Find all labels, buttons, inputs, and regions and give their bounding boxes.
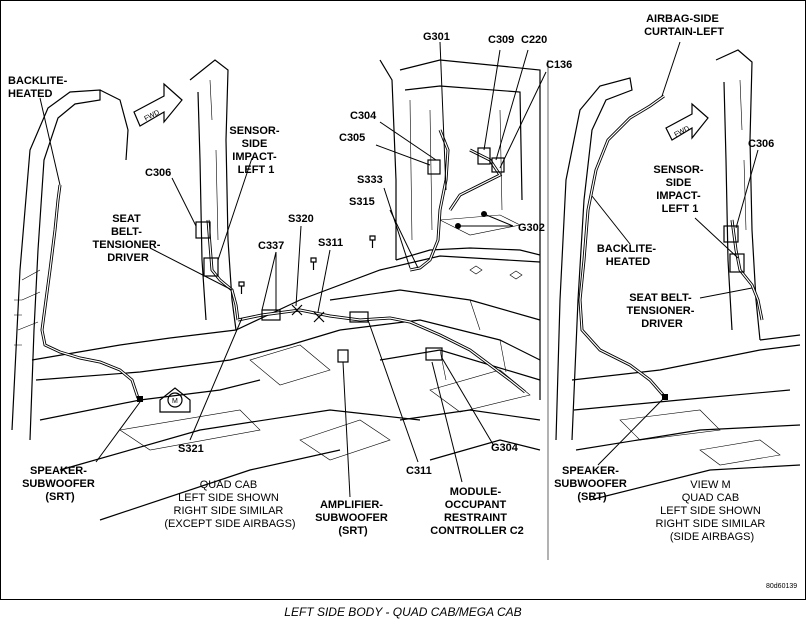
label-g302: G302 xyxy=(518,222,545,234)
left-labels: BACKLITE- HEATED SENSOR- SIDE IMPACT- LE… xyxy=(8,31,572,537)
label-c306-right: C306 xyxy=(748,138,774,150)
label-amplifier-subwoofer: AMPLIFIER- SUBWOOFER (SRT) xyxy=(315,499,391,537)
label-c306: C306 xyxy=(145,167,171,179)
label-c305: C305 xyxy=(339,132,365,144)
label-module-occupant-restraint: MODULE- OCCUPANT RESTRAINT CONTROLLER C2 xyxy=(430,486,524,537)
right-body-structure: FWD xyxy=(555,49,801,501)
label-c304: C304 xyxy=(350,110,377,122)
fwd-label: FWD xyxy=(143,109,160,123)
fwd-label-right: FWD xyxy=(673,125,690,139)
right-harnesses xyxy=(578,94,764,400)
motor-symbol: M xyxy=(172,398,178,405)
label-sensor-side-impact-right: SENSOR- SIDE IMPACT- LEFT 1 xyxy=(653,164,706,215)
motor-icon: M xyxy=(159,387,191,413)
label-airbag-side-curtain: AIRBAG-SIDE CURTAIN-LEFT xyxy=(644,13,724,38)
label-c337: C337 xyxy=(258,240,284,252)
label-g301: G301 xyxy=(423,31,450,43)
label-c311: C311 xyxy=(406,465,432,477)
label-g304: G304 xyxy=(491,442,519,454)
right-leaders xyxy=(591,41,759,466)
label-s320: S320 xyxy=(288,213,314,225)
note-view-m: VIEW M QUAD CAB LEFT SIDE SHOWN RIGHT SI… xyxy=(656,479,769,543)
note-quad-cab-left: QUAD CAB LEFT SIDE SHOWN RIGHT SIDE SIMI… xyxy=(164,479,295,530)
figure-caption: LEFT SIDE BODY - QUAD CAB/MEGA CAB xyxy=(284,605,522,619)
label-c309: C309 xyxy=(488,34,514,46)
ground-bolt-icon xyxy=(238,235,376,294)
wiring-diagram: FWD M xyxy=(8,13,801,590)
label-c136: C136 xyxy=(546,59,572,71)
right-labels: AIRBAG-SIDE CURTAIN-LEFT C306 SENSOR- SI… xyxy=(554,13,797,590)
left-harnesses xyxy=(40,129,526,402)
label-s321: S321 xyxy=(178,443,204,455)
label-speaker-subwoofer-right: SPEAKER- SUBWOOFER (SRT) xyxy=(554,465,630,503)
label-s333: S333 xyxy=(357,174,383,186)
fwd-arrow-icon-right: FWD xyxy=(665,102,709,141)
label-c220: C220 xyxy=(521,34,547,46)
label-backlite-heated: BACKLITE- HEATED xyxy=(8,75,70,100)
label-seat-belt-tensioner: SEAT BELT- TENSIONER- DRIVER xyxy=(93,213,164,264)
label-s311: S311 xyxy=(318,237,343,249)
label-s315: S315 xyxy=(349,196,375,208)
label-seat-belt-tensioner-right: SEAT BELT- TENSIONER- DRIVER xyxy=(627,292,698,330)
fwd-arrow-icon: FWD xyxy=(133,82,183,127)
left-leaders xyxy=(39,41,547,498)
label-speaker-subwoofer: SPEAKER- SUBWOOFER (SRT) xyxy=(22,465,98,503)
label-backlite-heated-right: BACKLITE- HEATED xyxy=(597,243,659,268)
label-sensor-side-impact: SENSOR- SIDE IMPACT- LEFT 1 xyxy=(229,125,282,176)
ref-code: 80d60139 xyxy=(766,583,797,590)
